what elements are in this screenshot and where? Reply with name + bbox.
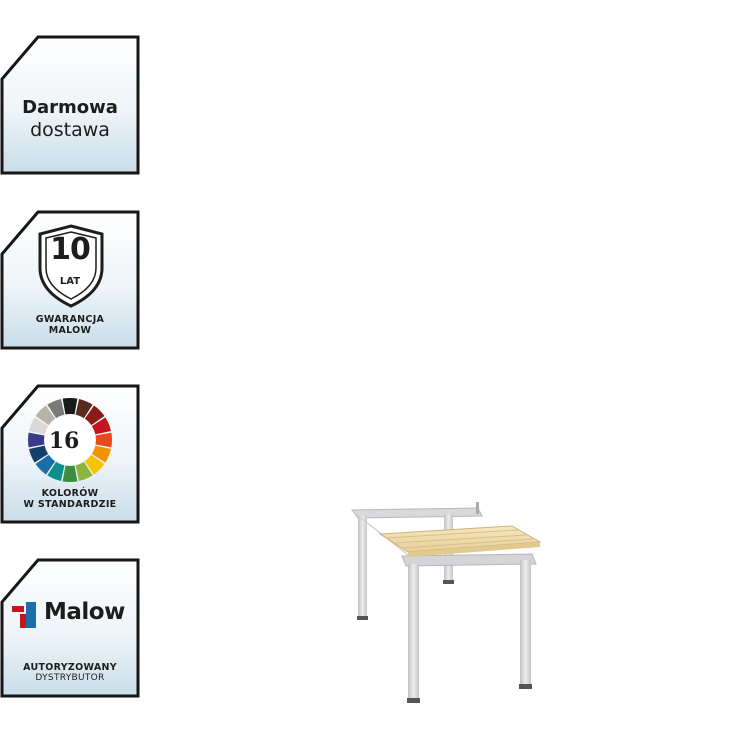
free-delivery-badge: Darmowa dostawa	[0, 35, 140, 175]
colors-badge: 16 KOLORÓW W STANDARDZIE	[0, 384, 140, 524]
delivery-title-light: dostawa	[30, 119, 110, 141]
color-swatch	[35, 454, 56, 475]
malow-brand-name: Malow	[44, 599, 125, 625]
shield-icon	[38, 224, 104, 308]
color-swatch	[27, 432, 45, 448]
color-swatch	[47, 398, 65, 419]
color-wheel-icon	[27, 398, 112, 482]
color-swatch	[62, 465, 78, 482]
color-swatch	[75, 398, 93, 419]
warranty-line1: GWARANCJA	[35, 314, 105, 325]
color-swatch	[91, 445, 112, 463]
distributor-line1: AUTORYZOWANY	[23, 662, 117, 673]
colors-line2: W STANDARDZIE	[23, 499, 117, 510]
colors-line1: KOLORÓW	[41, 488, 99, 499]
color-swatch	[91, 417, 112, 435]
bench-product-image	[351, 502, 542, 703]
color-swatch	[62, 398, 78, 415]
malow-logo-icon	[12, 602, 36, 628]
color-wheel-center	[45, 415, 95, 465]
warranty-years: 10	[50, 232, 91, 267]
warranty-badge: 10 LAT GWARANCJA MALOW	[0, 210, 140, 350]
warranty-unit: LAT	[59, 276, 81, 287]
color-swatch	[47, 461, 65, 482]
color-swatch	[84, 405, 105, 426]
color-swatch	[28, 417, 49, 435]
warranty-line2: MALOW	[48, 325, 92, 336]
color-swatch	[28, 445, 49, 463]
color-swatch	[84, 454, 105, 475]
badge-frame	[0, 35, 140, 175]
badge-frame	[0, 558, 140, 698]
distributor-line2: DYSTRYBUTOR	[35, 673, 105, 683]
color-swatch	[95, 432, 112, 448]
color-swatch	[35, 405, 56, 426]
color-swatch	[75, 461, 93, 482]
distributor-badge: Malow AUTORYZOWANY DYSTRYBUTOR	[0, 558, 140, 698]
delivery-title-bold: Darmowa	[22, 97, 118, 118]
colors-count: 16	[48, 428, 80, 454]
